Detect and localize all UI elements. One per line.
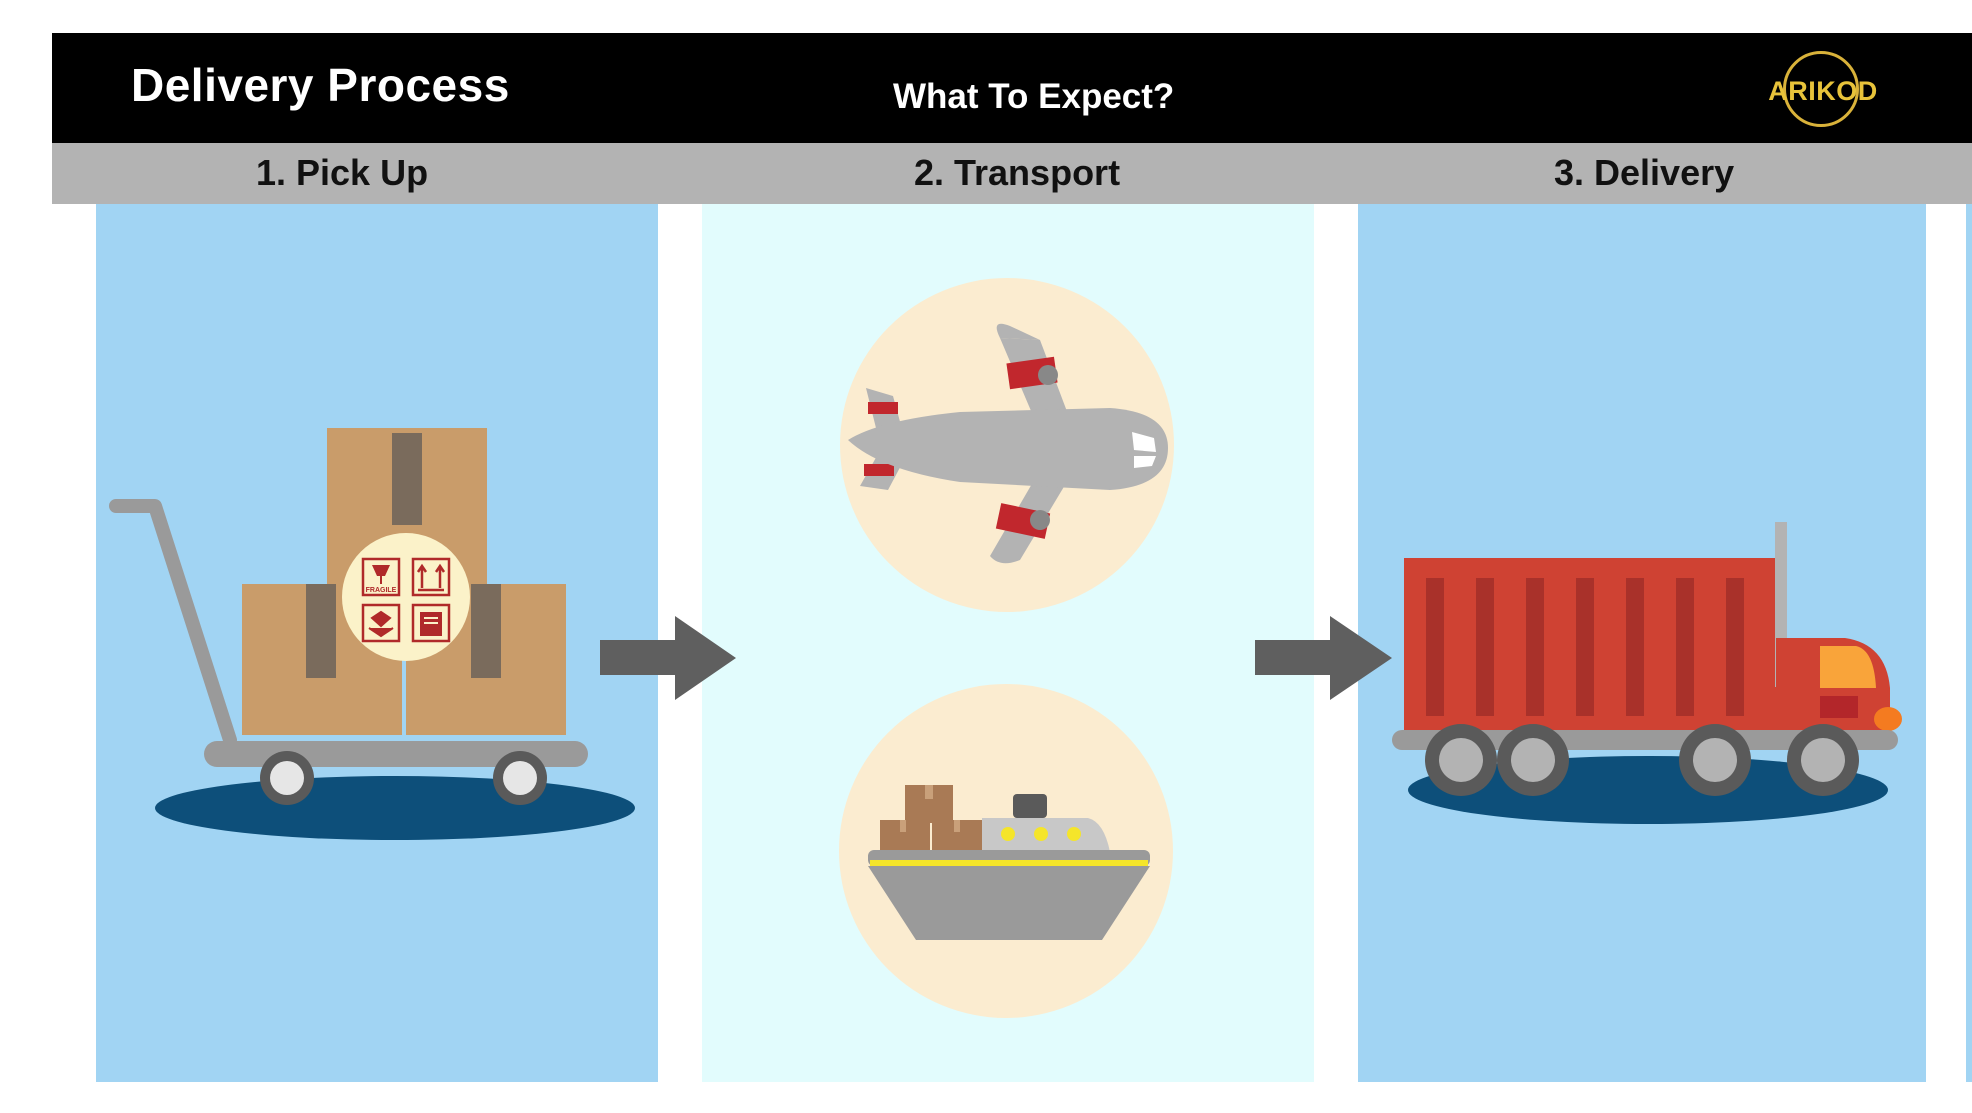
fragile-glass-icon (361, 557, 401, 597)
logo-ring-icon (1783, 51, 1859, 127)
ship-funnel (1013, 794, 1047, 818)
airplane-cockpit (1132, 432, 1156, 452)
step-label-transport: 2. Transport (914, 152, 1121, 193)
truck-headlight (1874, 707, 1902, 731)
cargo-ship-icon (839, 684, 1173, 1018)
arrow-transport-to-delivery (1255, 616, 1392, 700)
box-right-tape (471, 584, 501, 678)
keep-dry-icon (411, 603, 451, 643)
hand-truck-boxes-icon: FRAGILE (109, 428, 635, 840)
ship-stripe (870, 860, 1148, 866)
truck-window (1820, 646, 1876, 688)
airplane-icon (840, 278, 1174, 612)
hand-truck-handle (109, 499, 237, 747)
ship-hull (868, 866, 1150, 940)
airplane-fuselage (848, 408, 1168, 490)
step-bar (52, 143, 1972, 204)
delivery-truck-icon (1392, 522, 1902, 824)
step-label-pickup: 1. Pick Up (256, 152, 429, 193)
handle-with-care-icon (361, 603, 401, 643)
page-title: Delivery Process (131, 59, 510, 111)
step-label-delivery: 3. Delivery (1554, 152, 1735, 193)
this-way-up-icon (411, 557, 451, 597)
header-bar (52, 33, 1972, 143)
fragile-text: FRAGILE (366, 587, 397, 594)
brand-logo: ARIKOD (1758, 50, 1888, 134)
package-label-badge (342, 533, 470, 661)
panel-edge (1966, 204, 1972, 1082)
arrow-pickup-to-transport (600, 616, 736, 700)
box-top-tape (392, 433, 422, 525)
logo-text: ARIKOD (1768, 76, 1878, 106)
pickup-shadow (155, 776, 635, 840)
box-left-tape (306, 584, 336, 678)
truck-wheels (1425, 724, 1859, 796)
page-subtitle: What To Expect? (893, 77, 1175, 116)
